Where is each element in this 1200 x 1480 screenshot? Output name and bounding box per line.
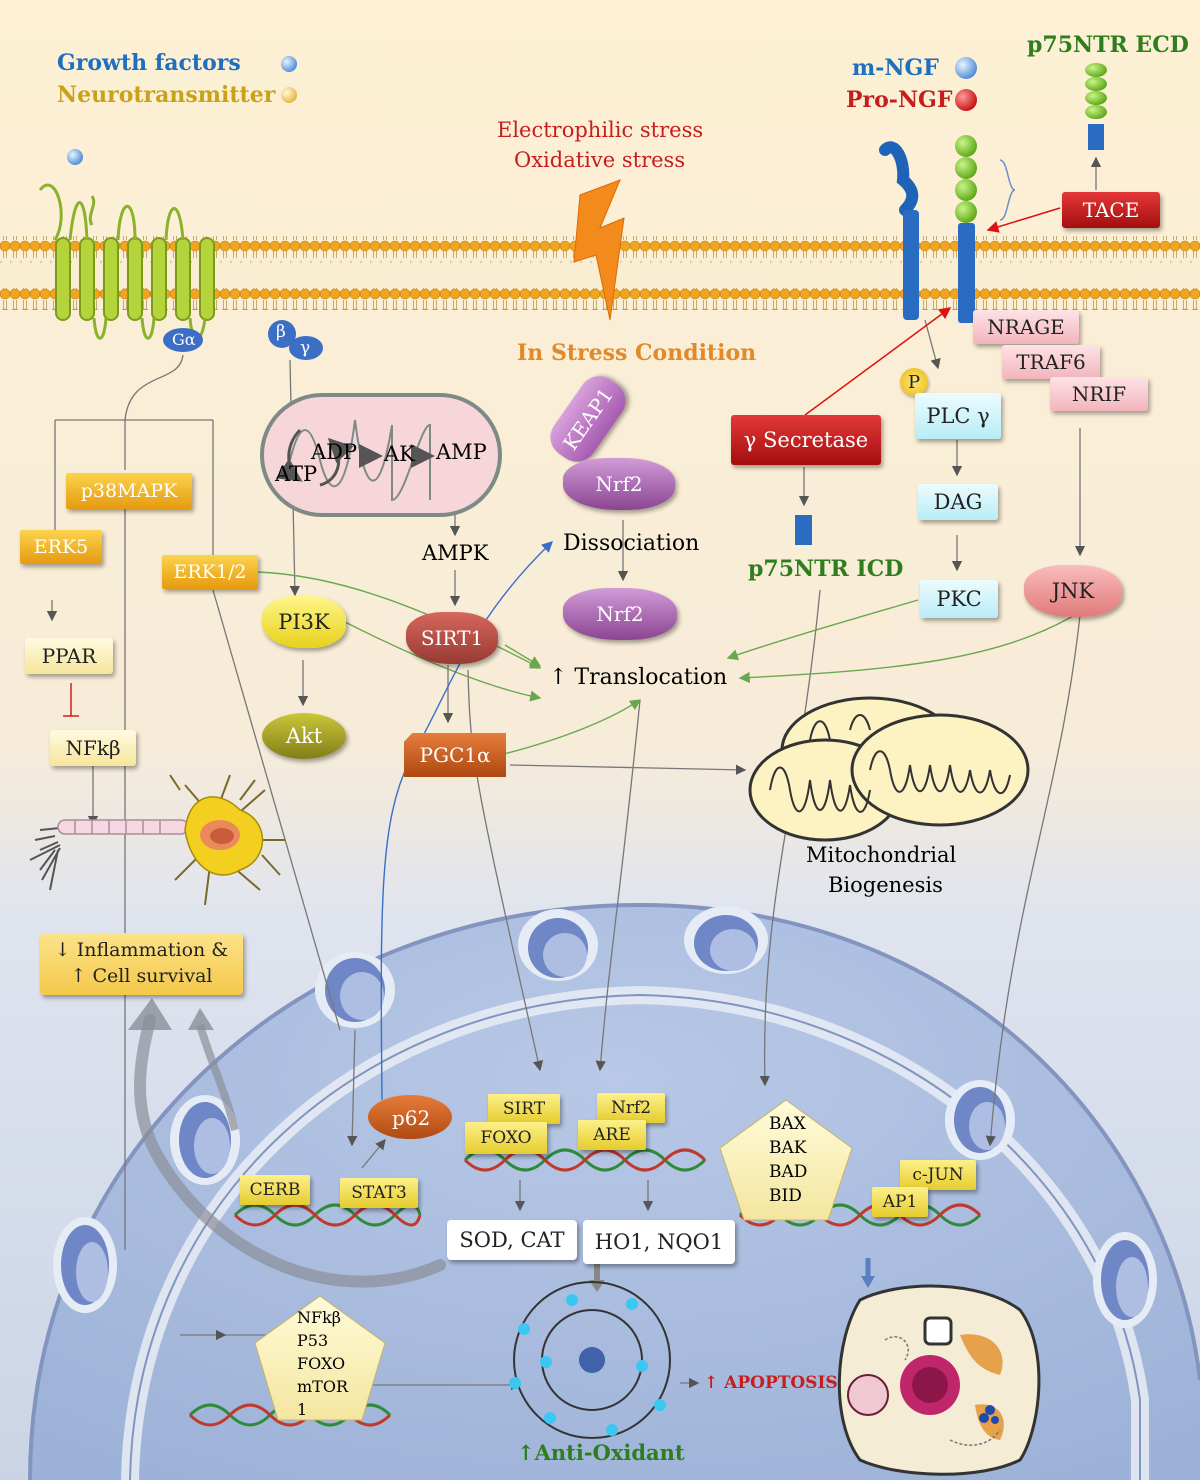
pro-ngf-ball — [955, 89, 977, 111]
oxidative-stress-label: Oxidative stress — [514, 148, 686, 172]
pent-foxo-label: FOXO — [297, 1354, 346, 1373]
pent-p53-label: P53 — [297, 1331, 329, 1350]
adp-label: ADP — [311, 440, 358, 464]
transcription-factor-pentagon — [254, 1295, 386, 1421]
nrf2-bound-node: Nrf2 — [563, 458, 675, 510]
jnk-node: JNK — [1024, 565, 1122, 617]
ak-label: AK — [384, 442, 415, 466]
growth-factor-ligand — [67, 149, 83, 165]
amp-label: AMP — [436, 440, 487, 464]
m-ngf-ball — [955, 57, 977, 79]
bak-label: BAK — [769, 1138, 807, 1158]
bcl2-family-pentagon — [719, 1099, 853, 1221]
foxo-node: FOXO — [465, 1122, 547, 1154]
nuclear-pore — [53, 1217, 117, 1313]
apoptosis-label: ↑ APOPTOSIS — [704, 1373, 838, 1393]
nrf2-free-node: Nrf2 — [563, 588, 677, 640]
p75ntr-ecd-label: p75NTR ECD — [1027, 32, 1189, 58]
p62-node — [368, 1095, 452, 1139]
pent-nfkb-label: NFkβ — [297, 1308, 342, 1327]
nrage-node: NRAGE — [973, 310, 1079, 344]
sirt1-node: SIRT1 — [406, 612, 498, 664]
g-gamma-subunit — [289, 336, 323, 360]
mito-biogenesis-line1: Mitochondrial — [806, 843, 957, 867]
sod-cat-box: SOD, CAT — [447, 1220, 577, 1260]
dag-node: DAG — [918, 484, 998, 520]
neuron-icon — [29, 774, 285, 906]
p75ntr-ecd-fragment — [1085, 63, 1107, 150]
c-jun-node: c-JUN — [900, 1160, 976, 1190]
nuclear-pore — [518, 909, 598, 981]
m-ngf-label: m-NGF — [852, 55, 939, 81]
feedback-arrow — [134, 1014, 446, 1288]
akt-node: Akt — [262, 713, 346, 759]
inflammation-survival-box: ↓ Inflammation & ↑ Cell survival — [40, 933, 243, 995]
pent-1-label: 1 — [297, 1400, 308, 1419]
pro-ngf-label: Pro-NGF — [846, 87, 953, 113]
stress-condition-label: In Stress Condition — [517, 340, 757, 366]
p62-label: p62 — [392, 1106, 431, 1130]
mito-biogenesis-line2: Biogenesis — [828, 873, 943, 897]
stat3-node: STAT3 — [340, 1178, 418, 1208]
growth-factor-legend-icon — [281, 56, 297, 72]
p75ntr-icd-label: p75NTR ICD — [748, 556, 904, 582]
ap1-node: AP1 — [872, 1187, 928, 1217]
bax-label: BAX — [769, 1114, 806, 1134]
trk-receptor — [879, 141, 919, 320]
ho1-nqo1-box: HO1, NQO1 — [583, 1220, 735, 1264]
g-alpha-subunit — [163, 328, 203, 352]
traf6-node: TRAF6 — [1002, 345, 1100, 379]
are-node: ARE — [578, 1120, 646, 1150]
cerb-node: CERB — [240, 1175, 310, 1205]
ppar-node: PPAR — [25, 638, 113, 674]
p75ntr-receptor — [955, 135, 1016, 323]
lightning-bolt-icon — [573, 179, 625, 321]
p75ntr-icd-icon — [795, 515, 812, 545]
antioxidant-label: ↑Anti-Oxidant — [517, 1440, 685, 1465]
phosphate-badge: P — [900, 368, 928, 396]
erk5-node: ERK5 — [20, 530, 102, 564]
tace-node: TACE — [1062, 192, 1160, 228]
nuclear-pore — [945, 1080, 1015, 1160]
dissociation-label: Dissociation — [563, 531, 700, 556]
nuclear-pore — [684, 906, 768, 974]
pent-mtor-label: mTOR — [297, 1377, 349, 1396]
sirt-node: SIRT — [488, 1094, 560, 1124]
g-alpha-label: Gα — [172, 330, 196, 349]
ampk-label: AMPK — [422, 541, 489, 565]
plc-gamma-node: PLC γ — [915, 393, 1001, 439]
feedback-arrowhead — [128, 998, 172, 1030]
pkc-node: PKC — [920, 580, 998, 618]
mitochondrion-ampk — [260, 393, 502, 517]
neurotransmitter-legend-icon — [281, 87, 297, 103]
feedback-arrow-2 — [196, 1023, 239, 1131]
neurotransmitter-label: Neurotransmitter — [57, 82, 276, 108]
nuclear-pore — [315, 952, 395, 1028]
translocation-label: ↑ Translocation — [549, 665, 728, 690]
antioxidant-atom-icon — [509, 1281, 671, 1439]
bid-label: BID — [769, 1186, 802, 1206]
gpcr-receptor — [38, 183, 215, 340]
mitochondria-cluster — [748, 696, 1030, 842]
pgc1a-node: PGC1α — [404, 733, 506, 777]
nrif-node: NRIF — [1050, 377, 1148, 411]
nrf2-nuclear-node: Nrf2 — [597, 1093, 665, 1123]
nuclear-pore — [1093, 1232, 1157, 1328]
electrophilic-stress-label: Electrophilic stress — [497, 118, 704, 142]
nfkb-node: NFkβ — [50, 730, 136, 766]
p38mapk-node: p38MAPK — [66, 473, 192, 509]
bad-label: BAD — [769, 1162, 808, 1182]
g-beta-subunit — [268, 320, 296, 348]
gamma-secretase-node: γ Secretase — [731, 415, 881, 465]
atp-label: ATP — [275, 462, 318, 486]
beta-label: β — [276, 322, 286, 342]
erk12-node: ERK1/2 — [162, 555, 258, 589]
pi3k-node: PI3K — [262, 596, 346, 648]
growth-factors-label: Growth factors — [57, 50, 241, 76]
apoptotic-cell-icon — [837, 1284, 1041, 1476]
nuclear-pore — [170, 1095, 240, 1185]
gamma-label: γ — [300, 338, 311, 358]
